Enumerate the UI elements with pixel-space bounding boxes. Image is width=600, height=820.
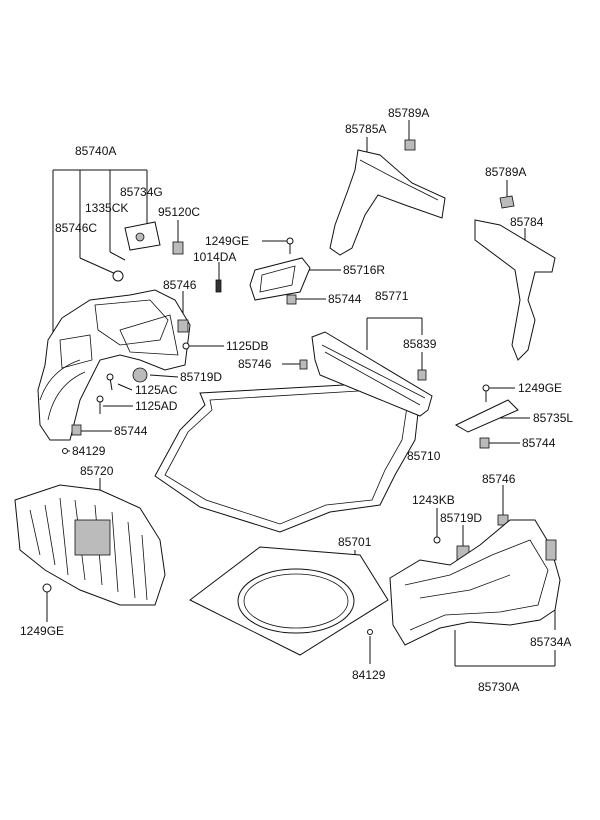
label-1243KB: 1243KB	[412, 493, 455, 507]
label-85716R: 85716R	[343, 263, 385, 277]
label-95120C: 95120C	[158, 205, 200, 219]
right-fasteners	[433, 384, 519, 561]
label-85701: 85701	[338, 535, 372, 549]
label-1125AC: 1125AC	[135, 383, 178, 397]
label-85744-center: 85744	[328, 292, 362, 306]
part-labels: 85740A 85734G 1335CK 95120C 85746C 1249G…	[20, 106, 573, 694]
right-quarter-trim	[389, 519, 561, 646]
label-85784: 85784	[510, 215, 544, 229]
label-85744-right: 85744	[522, 436, 556, 450]
luggage-board	[189, 546, 389, 656]
label-85789A-right: 85789A	[485, 165, 526, 179]
label-85740A: 85740A	[75, 144, 116, 158]
left-fasteners	[62, 221, 222, 454]
label-1125DB: 1125DB	[226, 339, 268, 353]
label-85789A-top: 85789A	[388, 106, 429, 120]
trunk-floor-mat	[154, 382, 421, 533]
label-85839: 85839	[403, 337, 437, 351]
label-85771: 85771	[375, 289, 409, 303]
label-85746C: 85746C	[55, 221, 97, 235]
label-85746-right: 85746	[482, 472, 516, 486]
label-85735L: 85735L	[533, 411, 573, 425]
label-85710: 85710	[407, 449, 441, 463]
label-85730A: 85730A	[478, 680, 519, 694]
label-85719D-left: 85719D	[180, 370, 222, 384]
left-quarter-trim	[37, 289, 191, 441]
label-85746-upper: 85746	[163, 278, 197, 292]
rear-panel	[14, 484, 166, 606]
label-84129-left: 84129	[72, 444, 106, 458]
label-85746-middle: 85746	[238, 357, 272, 371]
upper-right-trim	[329, 139, 556, 361]
label-85719D-right: 85719D	[440, 511, 482, 525]
label-1335CK: 1335CK	[85, 201, 128, 215]
label-85744-left: 85744	[114, 424, 148, 438]
label-85720: 85720	[80, 464, 114, 478]
label-1249GE-lower: 1249GE	[20, 624, 64, 638]
label-1249GE-upper: 1249GE	[205, 234, 249, 248]
label-1249GE-right: 1249GE	[518, 381, 562, 395]
label-85734G: 85734G	[120, 185, 163, 199]
label-85785A: 85785A	[345, 122, 386, 136]
label-85734A: 85734A	[530, 635, 571, 649]
label-84129-right: 84129	[352, 668, 386, 682]
sill-trim	[299, 331, 433, 417]
label-1125AD: 1125AD	[135, 399, 178, 413]
label-1014DA: 1014DA	[193, 250, 236, 264]
trunk-tray	[249, 237, 311, 305]
